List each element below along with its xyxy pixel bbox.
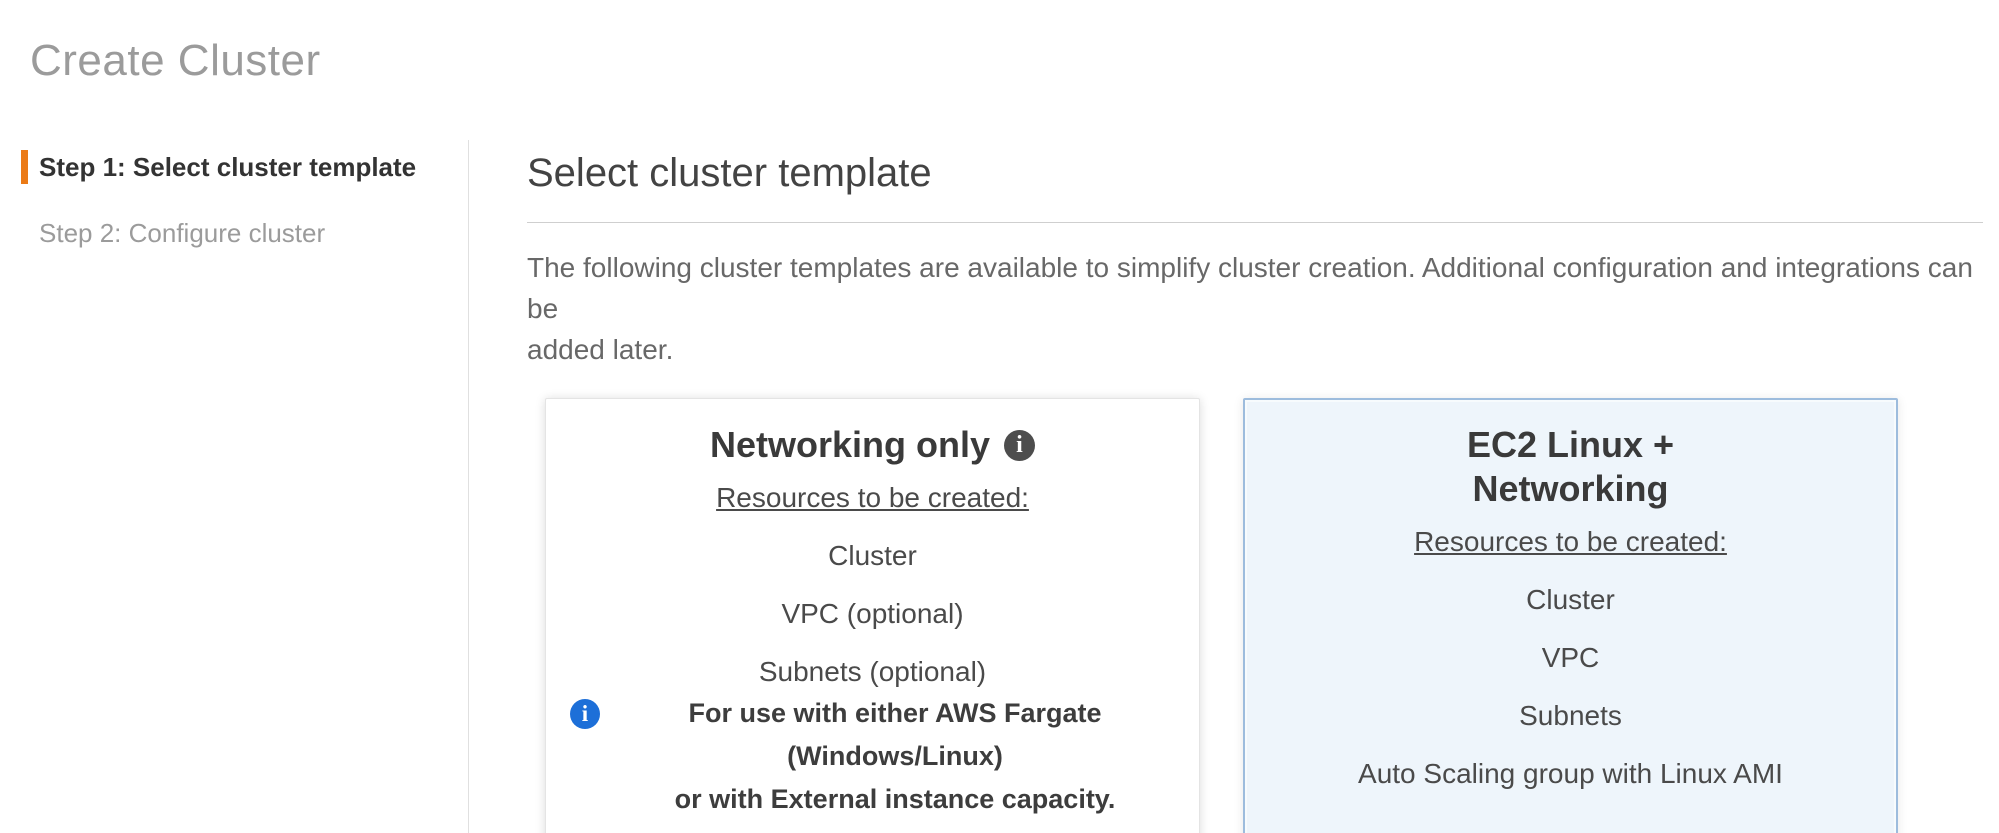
info-icon: i	[570, 699, 600, 729]
main-content: Select cluster template The following cl…	[527, 148, 1983, 833]
card-note: i For use with either AWS Fargate (Windo…	[570, 692, 1175, 821]
resource-item: Cluster	[1526, 584, 1615, 615]
resource-item: VPC (optional)	[781, 598, 964, 629]
card-title-row: Networking only i	[709, 423, 1036, 467]
sidebar-step-2[interactable]: Step 2: Configure cluster	[39, 218, 326, 248]
template-card-ec2-linux-networking[interactable]: EC2 Linux + Networking Resources to be c…	[1243, 398, 1898, 833]
resource-item: Cluster	[828, 540, 917, 571]
section-description: The following cluster templates are avai…	[527, 252, 1973, 365]
card-note-text: For use with either AWS Fargate (Windows…	[674, 698, 1116, 814]
page-title: Create Cluster	[30, 36, 321, 85]
card-title: Networking only	[709, 424, 991, 465]
resource-item: VPC	[1541, 642, 1600, 673]
info-icon[interactable]: i	[1004, 429, 1036, 461]
card-title: EC2 Linux + Networking	[1466, 424, 1675, 509]
steps-sidebar: Step 1: Select cluster template Step 2: …	[21, 150, 451, 250]
resources-heading: Resources to be created:	[716, 482, 1029, 513]
sidebar-divider	[468, 140, 469, 833]
resource-item: Subnets	[1519, 700, 1622, 731]
section-heading: Select cluster template	[527, 151, 932, 195]
resource-item: Auto Scaling group with Linux AMI	[1358, 758, 1783, 789]
heading-rule	[527, 222, 1983, 223]
sidebar-step-1[interactable]: Step 1: Select cluster template	[21, 150, 451, 184]
resource-item: Subnets (optional)	[758, 656, 987, 687]
template-card-networking-only[interactable]: Networking only i Resources to be create…	[545, 398, 1200, 833]
card-title-row: EC2 Linux + Networking	[1467, 423, 1674, 511]
resources-heading: Resources to be created:	[1414, 526, 1727, 557]
template-cards: Networking only i Resources to be create…	[527, 398, 1983, 833]
